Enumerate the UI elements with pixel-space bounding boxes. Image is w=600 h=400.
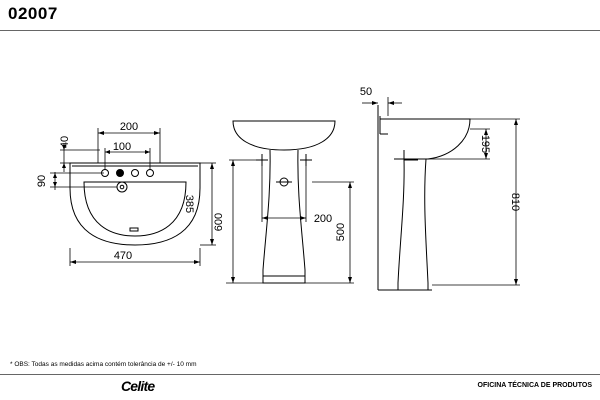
profile-view-wall — [377, 105, 432, 291]
tolerance-note: * OBS: Todas as medidas acima contém tol… — [10, 361, 197, 368]
product-code: 02007 — [8, 4, 58, 23]
elevation-fixing-marks — [256, 154, 312, 187]
dim-label-500: 500 — [335, 223, 347, 241]
dim-label-195: 195 — [479, 135, 491, 153]
dim-label-40: 40 — [59, 136, 71, 148]
dim-label-470: 470 — [114, 250, 132, 262]
header-divider — [0, 30, 600, 31]
dim-label-810: 810 — [509, 193, 521, 211]
front-view-basin — [69, 162, 201, 246]
elevation-basin — [232, 120, 336, 151]
profile-view-pedestal — [397, 158, 429, 291]
front-view-tap-holes — [101, 169, 154, 193]
elevation-dimension-lines — [226, 159, 354, 284]
profile-view-dimension-lines — [362, 97, 520, 286]
dimension-arrowheads — [53, 101, 518, 285]
dim-label-200-top: 200 — [120, 121, 138, 133]
footer-divider — [0, 374, 600, 375]
elevation-pedestal — [262, 149, 306, 284]
dim-label-600: 600 — [213, 213, 225, 231]
dim-label-200-pedestal: 200 — [314, 213, 332, 225]
dim-label-100: 100 — [113, 141, 131, 153]
brand-logo: Celite — [121, 378, 155, 394]
profile-view-basin — [379, 116, 471, 161]
dim-label-385: 385 — [183, 195, 195, 213]
dim-label-90: 90 — [36, 175, 48, 187]
dim-label-50: 50 — [360, 86, 372, 98]
department-label: OFICINA TÉCNICA DE PRODUTOS — [477, 382, 592, 389]
